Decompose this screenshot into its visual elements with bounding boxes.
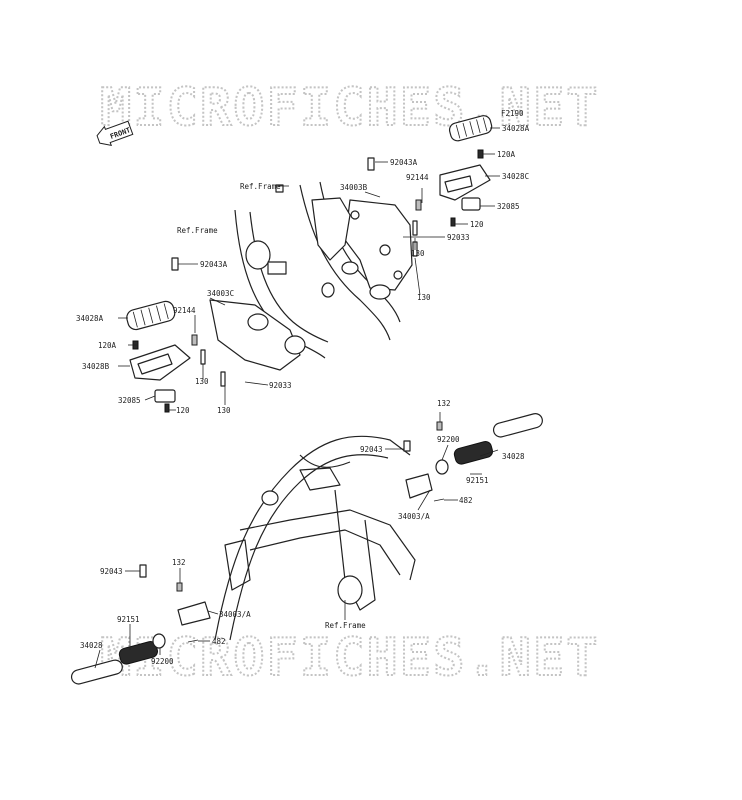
label-120A-right: 120A [497,150,516,159]
lower-right-footpeg [403,413,543,502]
label-130-left-2: 130 [217,406,231,415]
label-92151-left: 92151 [117,615,140,624]
label-130-right-1: 130 [411,249,425,258]
label-34003B: 34003B [340,183,368,192]
label-92043-right: 92043 [360,445,383,454]
label-32085-left: 32085 [118,396,141,405]
watermark-bottom: MICROFICHES.NET [100,628,600,688]
label-ref-frame-2: Ref.Frame [177,226,218,235]
label-120-right: 120 [470,220,484,229]
label-92043-left: 92043 [100,567,123,576]
label-482-right: 482 [459,496,473,505]
diagram-code: F2190 [501,109,524,118]
label-ref-frame-1: Ref.Frame [240,182,281,191]
label-92200-right: 92200 [437,435,460,444]
lower-left-footpeg [70,564,211,685]
label-92043A-left: 92043A [200,260,228,269]
label-92033-right: 92033 [447,233,470,242]
label-92144-left: 92144 [173,306,196,315]
label-34028-left: 34028 [80,641,103,650]
label-482-left: 482 [212,637,226,646]
upper-right-assembly [275,115,493,341]
label-34028-right: 34028 [502,452,525,461]
label-92151-right: 92151 [466,476,489,485]
part-labels: 34028A 120A 34028C 32085 120 92043A 9214… [76,124,530,666]
upper-left-assembly [126,209,329,413]
label-34028B: 34028B [82,362,110,371]
label-34003A-right: 34003/A [398,512,430,521]
front-arrow-icon: FRONT [96,120,134,147]
watermark-top: MICROFICHES.NET [100,78,600,138]
label-ref-frame-3: Ref.Frame [325,621,366,630]
lower-frame-assembly [214,435,416,641]
label-34028A-right: 34028A [502,124,530,133]
label-92043A-right: 92043A [390,158,418,167]
label-120A-left: 120A [98,341,117,350]
label-130-left-1: 130 [195,377,209,386]
label-92200-left: 92200 [151,657,174,666]
label-92144-right: 92144 [406,173,429,182]
label-32085-right: 32085 [497,202,520,211]
label-132-right: 132 [437,399,451,408]
label-34028C: 34028C [502,172,529,181]
label-34003C: 34003C [207,289,234,298]
label-34003A-left: 34003/A [219,610,251,619]
leader-lines [94,127,500,669]
label-34028A-left: 34028A [76,314,104,323]
label-92033-left: 92033 [269,381,292,390]
label-132-left: 132 [172,558,186,567]
label-130-right-2: 130 [417,293,431,302]
label-120-left: 120 [176,406,190,415]
